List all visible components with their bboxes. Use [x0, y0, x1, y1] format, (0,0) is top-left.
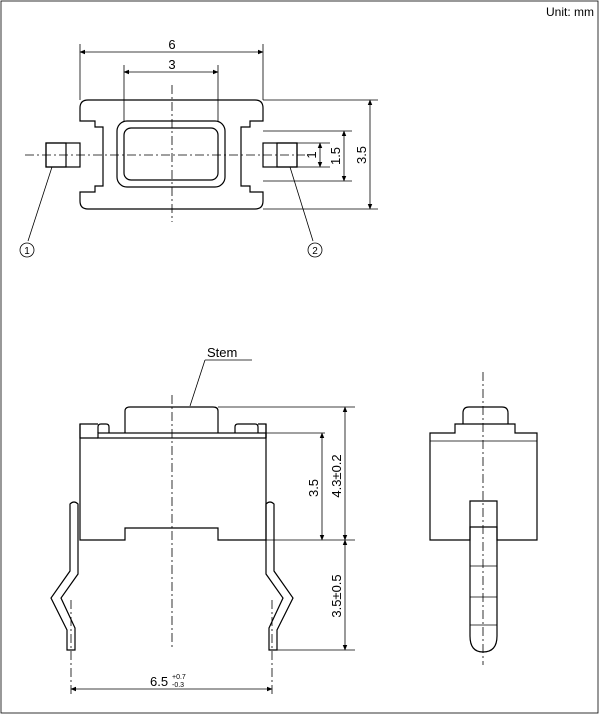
stem-outline-inner [123, 127, 219, 181]
front-view-lead-left [50, 501, 79, 651]
front-view-bump-right [234, 423, 259, 433]
stem-leader [189, 359, 206, 407]
dimension-height-total: 3.5 [354, 146, 369, 164]
side-view-body [429, 441, 538, 541]
dimension-pitch-tol-plus: +0.7 [172, 674, 186, 681]
side-view-top [429, 423, 538, 441]
dimension-pitch: 6.5 [150, 674, 168, 689]
front-view-body [79, 424, 267, 541]
dimension-width-inner: 3 [168, 57, 175, 72]
dimension-stem-height: 4.3±0.2 [329, 454, 344, 497]
side-view-lead [469, 500, 498, 653]
top-view: 6 3 1 1.5 3.5 1 2 [19, 37, 378, 258]
side-view-stem [462, 406, 509, 424]
top-view-body [79, 99, 264, 210]
callout-circle-1 [19, 242, 35, 258]
unit-label: Unit: mm [546, 5, 594, 19]
callout-label-1: 1 [24, 246, 30, 257]
dimension-height-pad: 1 [304, 151, 319, 158]
front-view: Stem 3.5 4.3±0.2 3.5±0.5 6.5 +0.7 -0.3 [50, 345, 355, 695]
stem-outline-outer [116, 120, 226, 188]
dimension-lead-length: 3.5±0.5 [329, 574, 344, 617]
side-view [429, 372, 538, 665]
dimension-height-inner: 1.5 [328, 147, 343, 165]
front-view-stem [124, 406, 219, 433]
dimension-pitch-tol-minus: -0.3 [172, 682, 184, 689]
callout-label-2: 2 [312, 246, 318, 257]
dimension-width-total: 6 [168, 37, 175, 52]
front-view-lead-right [265, 501, 294, 651]
front-view-bump-left [97, 423, 110, 433]
callout-leader-1 [27, 166, 53, 242]
callout-leader-2 [289, 166, 314, 242]
callout-circle-2 [307, 242, 323, 258]
front-view-cover-plate [97, 432, 267, 439]
dimension-body-height: 3.5 [306, 479, 321, 497]
stem-label: Stem [207, 345, 237, 360]
